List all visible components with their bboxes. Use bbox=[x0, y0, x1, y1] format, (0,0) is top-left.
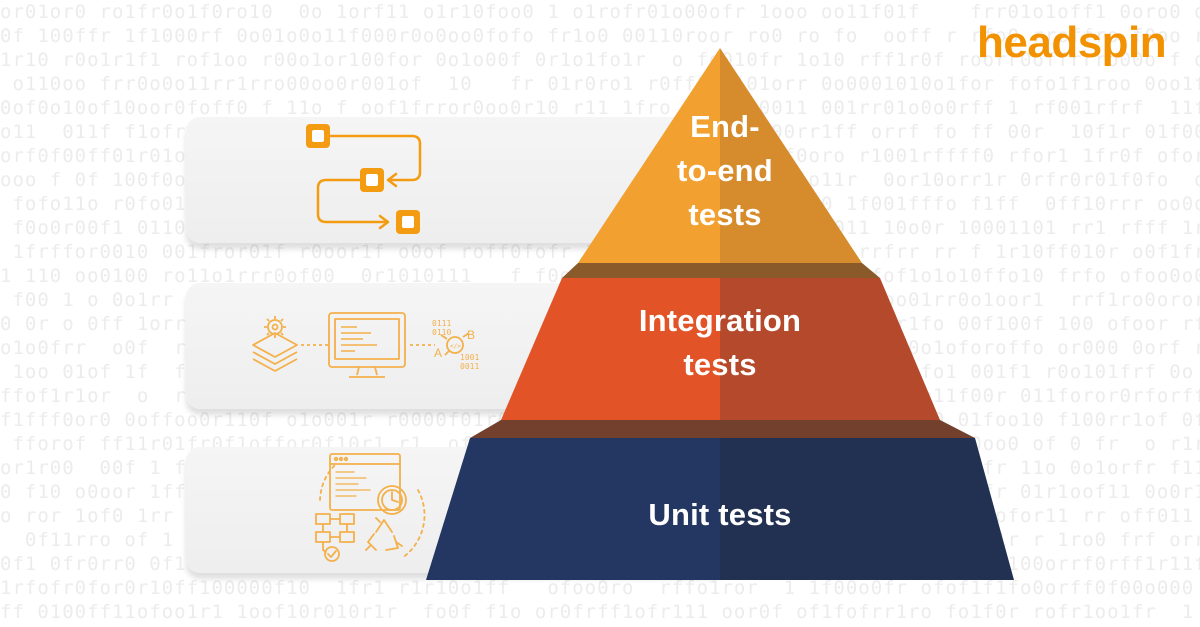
layers-monitor-code-icon: 0111 0110 1001 0011 </> A B bbox=[252, 312, 479, 378]
binary-text-2: 0110 bbox=[432, 328, 451, 337]
binary-text-4: 0011 bbox=[460, 362, 479, 371]
tier-unit-right bbox=[720, 438, 1014, 580]
code-tag-text: </> bbox=[450, 343, 461, 350]
binary-text-3: 1001 bbox=[460, 353, 479, 362]
workflow-arrows-icon bbox=[306, 124, 422, 234]
tier-end-to-end-left bbox=[578, 48, 720, 263]
code-window-clock-flowchart-icon bbox=[315, 453, 426, 562]
band-middle bbox=[470, 420, 975, 438]
node-b-label: B bbox=[467, 328, 475, 342]
tier-label-line: Integration bbox=[638, 303, 802, 338]
tier-integration-left bbox=[501, 278, 720, 420]
tier-label-line: tests bbox=[688, 197, 762, 232]
node-a-label: A bbox=[434, 346, 442, 360]
tier-end-to-end-right bbox=[720, 48, 862, 263]
tier-label-integration: Integration tests bbox=[570, 299, 870, 387]
tier-label-line: End- bbox=[690, 109, 760, 144]
tier-label-unit: Unit tests bbox=[570, 493, 870, 537]
tier-label-line: Unit tests bbox=[648, 497, 792, 532]
tier-integration-right bbox=[720, 278, 940, 420]
binary-text-1: 0111 bbox=[432, 319, 451, 328]
band-top bbox=[562, 263, 880, 278]
tier-unit-left bbox=[426, 438, 720, 580]
tier-label-line: to-end bbox=[677, 153, 773, 188]
tier-label-line: tests bbox=[683, 347, 757, 382]
tier-label-end-to-end: End- to-end tests bbox=[620, 105, 830, 237]
headspin-logo: headspin bbox=[977, 18, 1167, 67]
